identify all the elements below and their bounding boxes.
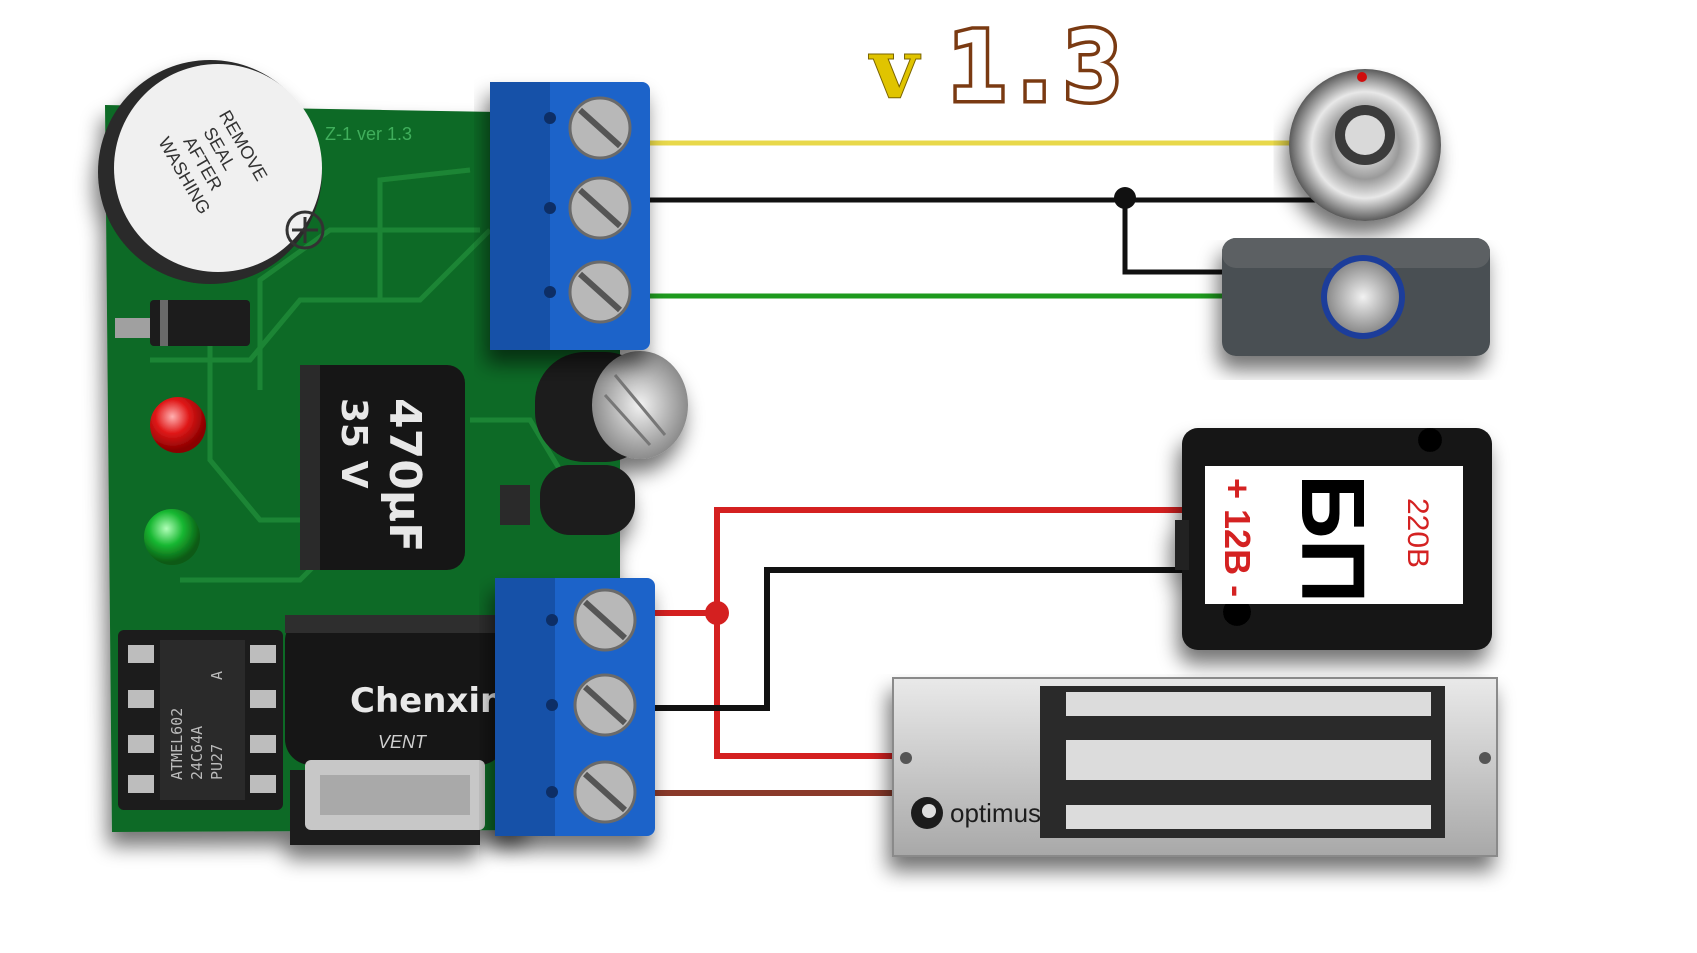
terminal-screw-1 — [544, 96, 632, 160]
red-wire-psu — [655, 507, 1185, 616]
board-label: Z-1 ver 1.3 — [325, 124, 412, 144]
capacitor-series: VENT — [378, 732, 428, 752]
terminal-block-top — [490, 82, 650, 350]
key-reader — [1289, 69, 1441, 221]
version-label: v 1.3 — [868, 8, 1125, 127]
capacitor-small — [535, 351, 688, 462]
diode — [115, 300, 250, 346]
buzzer: REMOVE SEAL AFTER WASHING — [98, 60, 325, 284]
buzzer-plus-icon — [285, 210, 325, 250]
terminal-block-bottom — [495, 578, 655, 836]
black-wire-button-branch — [1122, 200, 1230, 275]
terminal-screw-2 — [544, 176, 632, 240]
chip-line3: PU27 — [208, 744, 226, 780]
psu-title: БП — [1282, 474, 1382, 603]
chip-line2: 24C64A — [188, 726, 206, 780]
red-junction-dot — [705, 601, 729, 625]
transistor — [500, 465, 635, 535]
capacitor-value: 470μF — [379, 398, 430, 552]
exit-button — [1222, 238, 1490, 356]
terminal-screw-6 — [546, 760, 637, 824]
red-wire-lock — [714, 613, 900, 759]
red-led — [150, 397, 206, 453]
wires — [650, 140, 1330, 796]
reader-indicator-led — [1357, 72, 1367, 82]
version-number: 1.3 — [948, 11, 1121, 123]
junction-dot — [1114, 187, 1136, 209]
lock-brand: optimus — [950, 798, 1041, 828]
capacitor-voltage: 35 V — [333, 398, 374, 489]
capacitor-chenxing: Chenxing VENT — [285, 615, 529, 765]
chip-line1: ATMEL602 — [168, 708, 186, 780]
green-led — [144, 509, 200, 565]
version-prefix: v — [868, 19, 921, 118]
eeprom-chip: ATMEL602 24C64A PU27 A — [118, 630, 283, 810]
optimus-logo-icon — [911, 797, 943, 829]
black-wire-psu — [655, 567, 1185, 711]
terminal-screw-4 — [546, 588, 637, 652]
psu-input-label: 220В — [1401, 498, 1434, 568]
magnetic-lock: optimus — [892, 677, 1498, 857]
terminal-screw-3 — [544, 260, 632, 324]
chip-line4: A — [208, 671, 226, 680]
terminal-screw-5 — [546, 673, 637, 737]
psu-voltage-label: + 12В - — [1217, 478, 1258, 597]
capacitor-470uf: 470μF 35 V — [300, 365, 465, 570]
voltage-regulator — [290, 760, 485, 845]
power-supply: + 12В - БП 220В — [1175, 428, 1492, 650]
